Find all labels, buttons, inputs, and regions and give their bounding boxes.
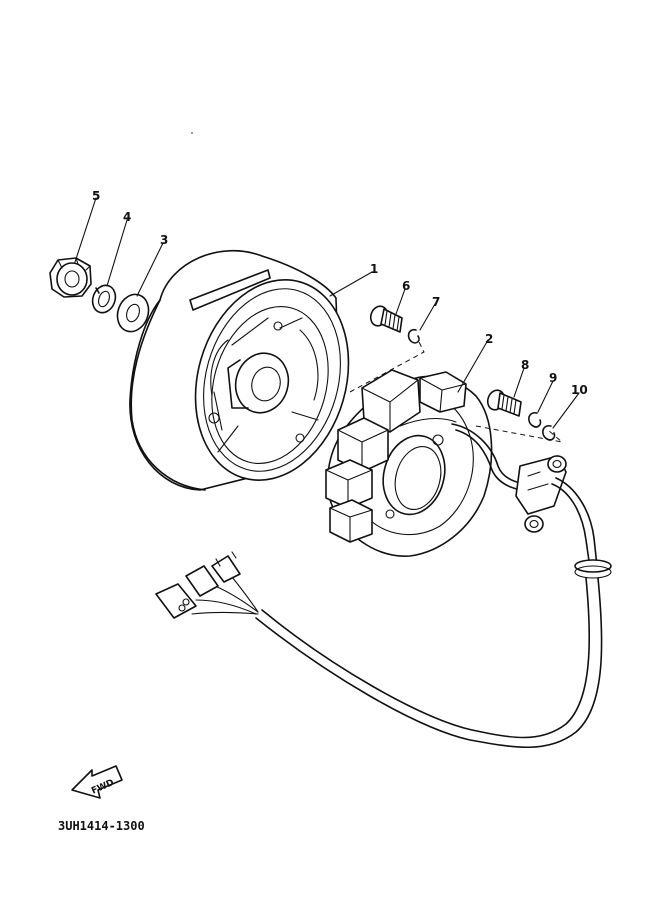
part-pickup-coil: [515, 455, 567, 533]
part-pickup-screw: [486, 389, 522, 417]
reference-code: 3UH1414-1300: [58, 819, 145, 833]
callout-7: 7: [432, 295, 440, 309]
callout-2: 2: [485, 332, 493, 346]
callout-3: 3: [160, 233, 168, 247]
fwd-arrow-icon: FWD: [71, 765, 123, 799]
part-nut: [49, 257, 92, 298]
part-stator-assembly: [325, 369, 541, 557]
callout-4: 4: [123, 210, 131, 224]
callout-8: 8: [521, 358, 529, 372]
leader-lines: [74, 197, 580, 429]
part-plain-washer: [116, 293, 150, 333]
part-lock-washer: [91, 284, 117, 314]
part-flywheel-rotor: [129, 249, 350, 491]
assembly-dashed-lines: [349, 339, 564, 443]
speck-mark: [191, 132, 193, 134]
part-pickup-washer-9: [528, 412, 542, 428]
callout-10: 10: [571, 383, 588, 397]
part-screw-washer: [407, 328, 420, 344]
callout-1: 1: [370, 262, 378, 276]
callout-6: 6: [402, 279, 410, 293]
part-stator-screw: [369, 305, 403, 333]
callout-9: 9: [549, 371, 557, 385]
callout-labels: 5 4 3 1 6 7 2 8 9 10: [92, 189, 588, 397]
callout-5: 5: [92, 189, 100, 203]
part-wire-harness: [155, 477, 612, 749]
